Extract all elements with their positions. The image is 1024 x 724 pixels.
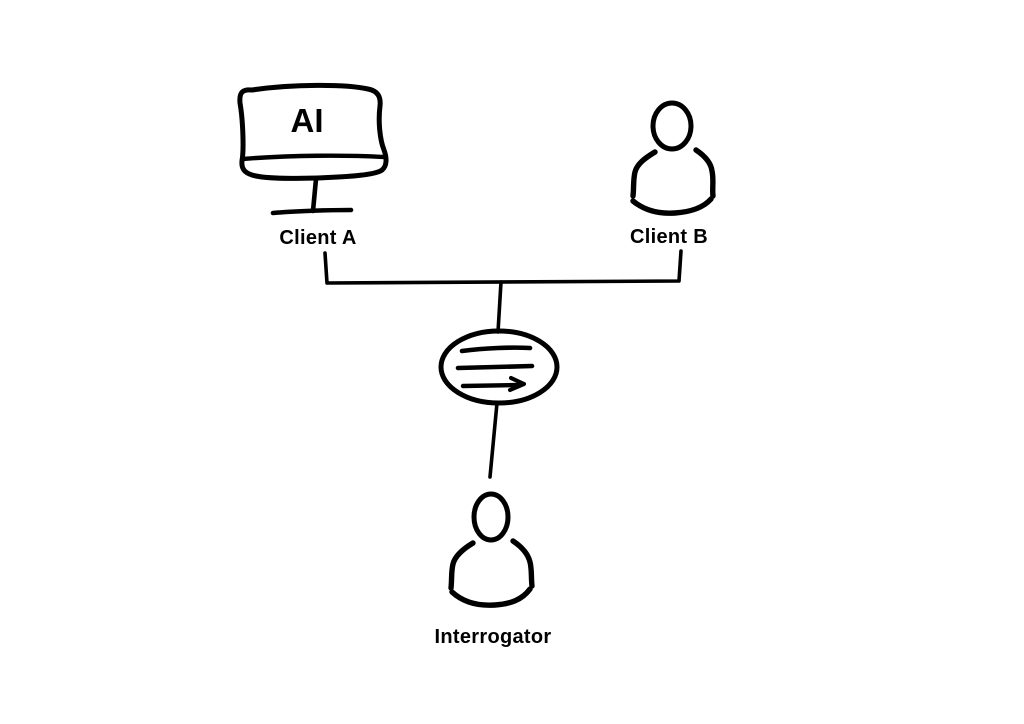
node-label-client-b: Client B [630, 226, 708, 248]
monitor-foot [270, 207, 354, 216]
arrowhead [508, 376, 526, 392]
monitor-stand [310, 176, 319, 214]
person-icon [630, 100, 716, 216]
node-label-interrogator: Interrogator [434, 626, 552, 648]
exchange-ellipse [438, 328, 560, 406]
person-head [471, 491, 511, 543]
monitor-screen-text: AI [290, 102, 324, 139]
person-right-arm [693, 147, 716, 199]
message-line-middle [455, 363, 535, 371]
person-left-arm [630, 149, 658, 199]
message-line-top [459, 345, 533, 354]
edge-exchange-to-interrogator [488, 401, 499, 479]
monitor-divider [239, 153, 387, 162]
person-body [630, 196, 714, 216]
person-right-arm [510, 538, 535, 589]
person-body [449, 586, 533, 608]
message-exchange-icon [438, 328, 560, 406]
connector-lines [323, 249, 683, 479]
message-line-arrow [460, 382, 521, 389]
edge-bus-to-exchange [496, 280, 503, 334]
edge-clients-bus [323, 249, 683, 285]
person-head [650, 100, 694, 152]
person-left-arm [448, 540, 476, 591]
person-icon [448, 491, 535, 608]
ai-monitor-icon [237, 82, 389, 216]
node-label-client-a: Client A [279, 227, 357, 249]
